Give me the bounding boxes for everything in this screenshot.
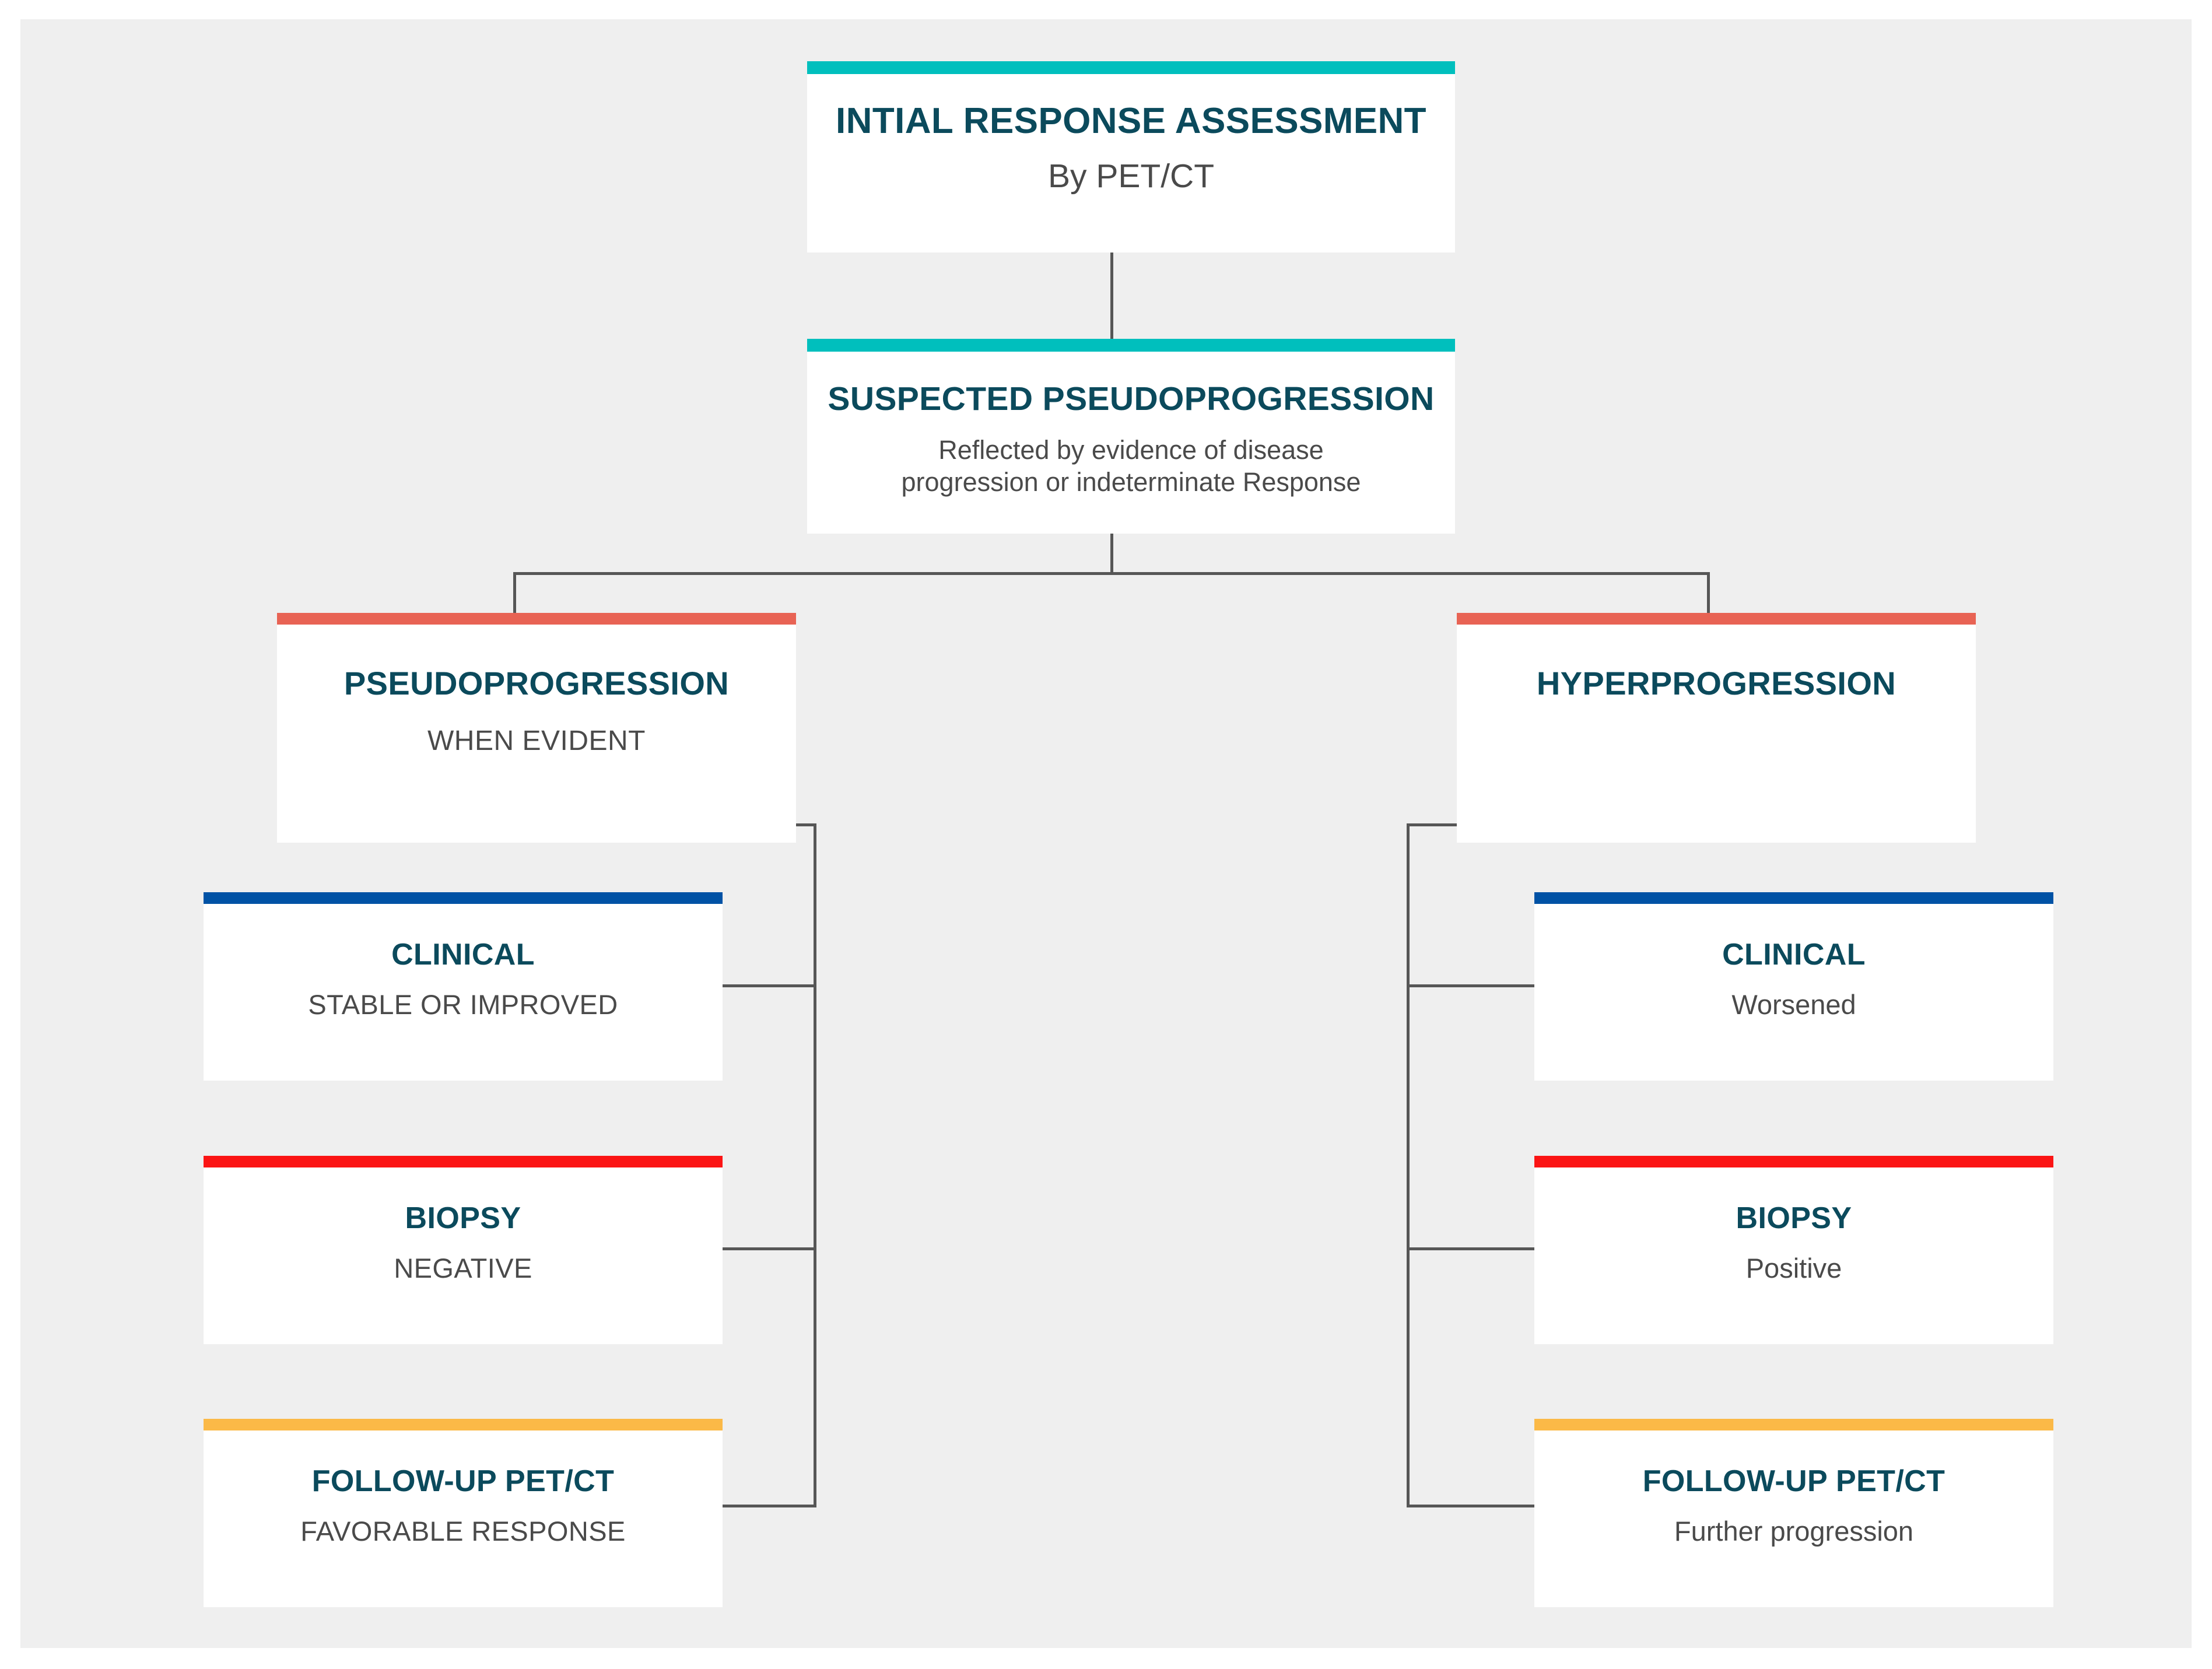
accent-bar-red bbox=[1534, 1156, 2053, 1167]
node-subtitle: Worsened bbox=[1731, 989, 1856, 1021]
node-pseudoprogression[interactable]: PSEUDOPROGRESSION WHEN EVIDENT bbox=[277, 613, 796, 843]
connector-right-stub-followup bbox=[1407, 1505, 1536, 1507]
node-suspected-pseudoprogression[interactable]: SUSPECTED PSEUDOPROGRESSION Reflected by… bbox=[807, 339, 1455, 534]
connector-left-branch-trunk bbox=[814, 823, 816, 1507]
connector-suspected-stem bbox=[1110, 534, 1113, 573]
flowchart-canvas: INTIAL RESPONSE ASSESSMENT By PET/CT SUS… bbox=[20, 19, 2192, 1648]
node-hyperprogression[interactable]: HYPERPROGRESSION bbox=[1457, 613, 1976, 843]
accent-bar-amber bbox=[1534, 1419, 2053, 1430]
connector-split-bar bbox=[513, 572, 1710, 575]
node-subtitle: FAVORABLE RESPONSE bbox=[300, 1516, 626, 1547]
accent-bar-amber bbox=[204, 1419, 723, 1430]
connector-right-branch-trunk bbox=[1407, 823, 1410, 1507]
accent-bar-coral bbox=[1457, 613, 1976, 625]
node-right-clinical[interactable]: CLINICAL Worsened bbox=[1534, 892, 2053, 1081]
node-title: INTIAL RESPONSE ASSESSMENT bbox=[836, 101, 1426, 141]
node-left-biopsy[interactable]: BIOPSY NEGATIVE bbox=[204, 1156, 723, 1344]
node-title: CLINICAL bbox=[391, 938, 535, 972]
accent-bar-red bbox=[204, 1156, 723, 1167]
connector-split-left-drop bbox=[513, 572, 516, 614]
node-left-followup-pet-ct[interactable]: FOLLOW-UP PET/CT FAVORABLE RESPONSE bbox=[204, 1419, 723, 1607]
node-title: FOLLOW-UP PET/CT bbox=[311, 1464, 615, 1498]
node-right-followup-pet-ct[interactable]: FOLLOW-UP PET/CT Further progression bbox=[1534, 1419, 2053, 1607]
connector-root-to-suspected bbox=[1110, 253, 1113, 340]
accent-bar-teal bbox=[807, 61, 1455, 74]
node-subtitle: By PET/CT bbox=[1047, 157, 1215, 195]
accent-bar-coral bbox=[277, 613, 796, 625]
node-right-biopsy[interactable]: BIOPSY Positive bbox=[1534, 1156, 2053, 1344]
node-title: BIOPSY bbox=[405, 1201, 521, 1235]
connector-right-stub-clinical bbox=[1407, 984, 1536, 987]
node-title: SUSPECTED PSEUDOPROGRESSION bbox=[828, 380, 1435, 418]
node-title: BIOPSY bbox=[1736, 1201, 1852, 1235]
connector-left-stub-biopsy bbox=[723, 1247, 816, 1250]
node-title: PSEUDOPROGRESSION bbox=[343, 665, 730, 702]
node-subtitle: NEGATIVE bbox=[394, 1253, 532, 1284]
node-subtitle: Reflected by evidence of disease progres… bbox=[901, 434, 1361, 497]
connector-split-right-drop bbox=[1707, 572, 1710, 614]
node-subtitle: WHEN EVIDENT bbox=[427, 725, 646, 756]
node-title: FOLLOW-UP PET/CT bbox=[1642, 1464, 1945, 1498]
connector-left-stub-followup bbox=[723, 1505, 816, 1507]
node-title: HYPERPROGRESSION bbox=[1536, 665, 1896, 702]
node-title: CLINICAL bbox=[1722, 938, 1866, 972]
accent-bar-teal bbox=[807, 339, 1455, 352]
node-initial-response-assessment[interactable]: INTIAL RESPONSE ASSESSMENT By PET/CT bbox=[807, 61, 1455, 253]
node-subtitle: Further progression bbox=[1674, 1516, 1914, 1547]
accent-bar-blue bbox=[204, 892, 723, 904]
node-subtitle: Positive bbox=[1745, 1253, 1842, 1284]
node-subtitle: STABLE OR IMPROVED bbox=[308, 989, 618, 1021]
accent-bar-blue bbox=[1534, 892, 2053, 904]
connector-right-stub-biopsy bbox=[1407, 1247, 1536, 1250]
node-left-clinical[interactable]: CLINICAL STABLE OR IMPROVED bbox=[204, 892, 723, 1081]
connector-left-stub-clinical bbox=[723, 984, 816, 987]
